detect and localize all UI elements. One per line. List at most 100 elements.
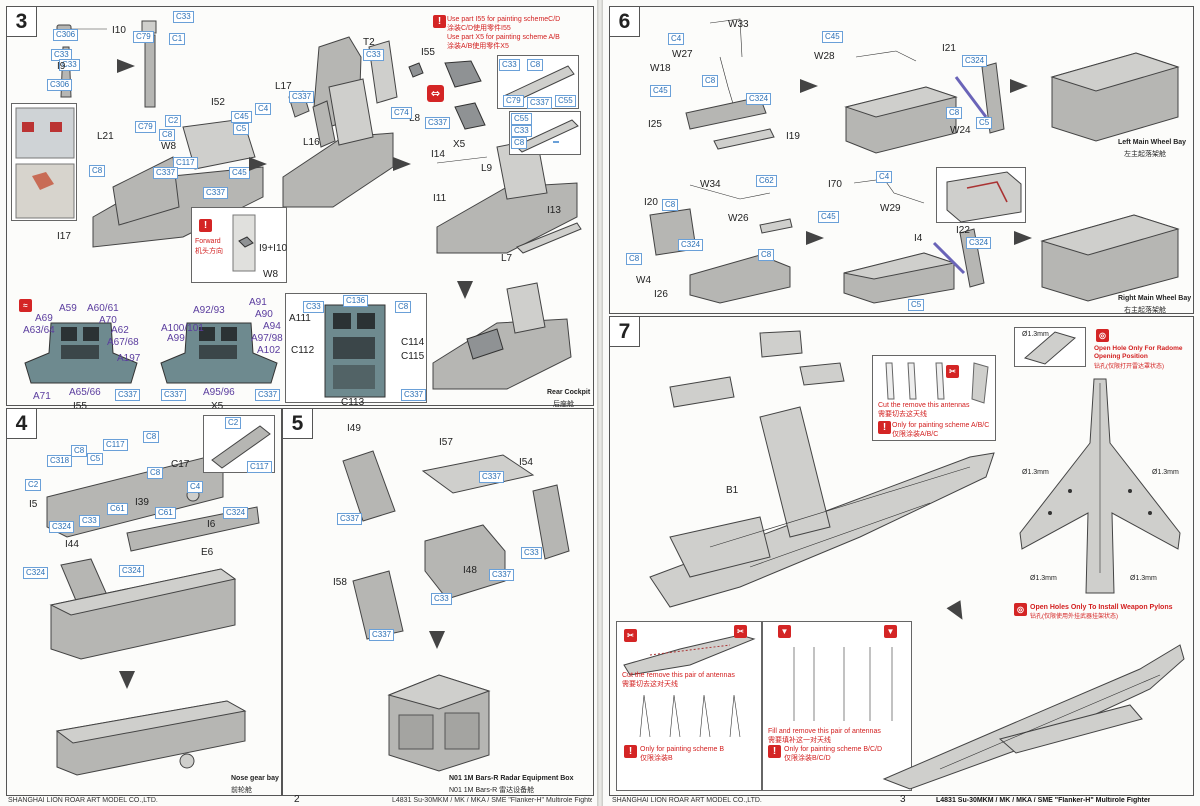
step-number: 4 [7, 409, 37, 439]
panel-x5-instrument-drawing [160, 322, 278, 384]
part-code: C5 [87, 453, 104, 465]
part-label: L21 [97, 131, 114, 142]
part-code: C33 [499, 59, 520, 71]
decal-code: A60/61 [87, 303, 119, 314]
hole-size-label: Ø1.3mm [1152, 469, 1179, 476]
caution-icon: ! [624, 745, 637, 758]
footer-product-right: L4831 Su-30MKM / MK / MKA / SME "Flanker… [936, 797, 1151, 804]
step-6-panel: 6 W33 C4 W27 C45 W28 W18 C8 C45 C324 I25… [609, 6, 1194, 314]
nose-gear-bay-tub-drawing [49, 558, 237, 660]
rear-cockpit-drawing [432, 282, 572, 390]
antenna-fill-drawing [793, 647, 893, 721]
decal-code: A197 [117, 353, 141, 364]
part-label: I6 [207, 519, 216, 530]
drill-icon: ◎ [1096, 329, 1109, 342]
fill-icon: ▼ [778, 625, 791, 638]
part-label: L16 [303, 137, 320, 148]
part-label: X5 [453, 139, 466, 150]
reference-thumbnail [11, 103, 77, 221]
panel-x5-drawing [444, 60, 486, 130]
part-code: C2 [165, 115, 182, 127]
part-code: C306 [47, 79, 73, 91]
left-bay-caption-cn: 左主起落架舱 [1124, 151, 1166, 158]
footer-company-right: SHANGHAI LION ROAR ART MODEL CO.,LTD. [612, 797, 762, 804]
cut-icon: ✂ [946, 365, 959, 378]
part-code: C4 [187, 481, 204, 493]
decal-code: A65/66 [69, 387, 101, 398]
step-5-panel: 5 I49 I57 C337 I54 C337 C33 C337 I58 I48… [282, 408, 594, 796]
part-code: C337 [153, 167, 179, 179]
pylons-note: Open Holes Only To Install Weapon Pylons [1030, 604, 1173, 611]
part-code: C33 [79, 515, 100, 527]
step-arrow [1010, 79, 1028, 93]
step-7-panel: 7 B1 ✂ Cut the remove this antennas 需要切去… [609, 316, 1194, 796]
part-code: C79 [133, 31, 154, 43]
part-code: C324 [23, 567, 49, 579]
part-code: C337 [479, 471, 505, 483]
part-code: C337 [115, 389, 141, 401]
left-bay-mid-drawing [844, 50, 1005, 154]
part-code: C45 [818, 211, 839, 223]
cockpit-seat-assembly-drawing [282, 78, 394, 208]
step-number: 5 [283, 409, 313, 439]
caution-icon: ! [199, 219, 212, 232]
part-code: C8 [511, 137, 528, 149]
part-label: I44 [65, 539, 79, 550]
part-code: C8 [89, 165, 106, 177]
scheme-b-note-cn: 仅限涂装B [640, 755, 673, 762]
part-code: C45 [822, 31, 843, 43]
part-code: C1 [169, 33, 186, 45]
part-label: I13 [547, 205, 561, 216]
fill-pair-note-cn: 需要填补这一对天线 [768, 737, 831, 744]
part-code: C337 [489, 569, 515, 581]
part-code: C33 [173, 11, 194, 23]
part-label: I48 [463, 565, 477, 576]
part-code: C33 [511, 125, 532, 137]
part-code: C8 [702, 75, 719, 87]
cut-pair-note-cn: 需要切去这对天线 [622, 681, 678, 688]
part-label: I9 [57, 61, 66, 72]
decal-code: A70 [99, 315, 117, 326]
part-code: C33 [431, 593, 452, 605]
part-label: W33 [728, 19, 749, 30]
part-label: C17 [171, 459, 190, 470]
part-label: W8 [161, 141, 176, 152]
decal-code: A67/68 [107, 337, 139, 348]
fuselage-underside-drawing [1019, 378, 1181, 594]
scheme-abc-note-cn: 仅限涂装A/B/C [892, 431, 939, 438]
part-code: C324 [746, 93, 772, 105]
part-label: C114 [401, 337, 425, 348]
part-label: I49 [347, 423, 361, 434]
antenna-pair-drawing [623, 634, 756, 676]
part-label: W34 [700, 179, 721, 190]
part-code: C33 [59, 59, 80, 71]
part-code: C324 [678, 239, 704, 251]
right-bay-caption-cn: 右主起落架舱 [1124, 307, 1166, 314]
part-code: C33 [51, 49, 72, 61]
fill-pair-note: Fill and remove this pair of antennas [768, 728, 881, 735]
decal-code: A95/96 [203, 387, 235, 398]
scheme-note-line: Use part I55 for painting schemeC/D [447, 16, 561, 23]
decal-code: A90 [255, 309, 273, 320]
part-label: I25 [648, 119, 662, 130]
scheme-bcd-note: Only for painting scheme B/C/D [784, 746, 883, 753]
part-code: C324 [223, 507, 249, 519]
cut-pair-note: Cut the remove this pair of antennas [622, 672, 735, 679]
panel-label-x5: X5 [211, 401, 224, 412]
part-code: C337 [289, 91, 315, 103]
panel-label-i55: I55 [73, 401, 87, 412]
part-code: C4 [255, 103, 272, 115]
canopy-rail-drawing [516, 222, 582, 254]
part-label: C113 [341, 397, 365, 408]
step-3-panel: 3 I10 C306 C79 C33 C1 C33 C33 I9 C306 T2… [6, 6, 594, 412]
pylons-note-cn: 钻孔(仅限使用外挂武器挂架状态) [1030, 614, 1118, 620]
right-bay-parts-drawing [649, 184, 793, 304]
part-label: C115 [401, 351, 425, 362]
part-label: I26 [654, 289, 668, 300]
antenna-pair-fill-box [762, 621, 912, 791]
right-bay-assembled-drawing [1040, 214, 1180, 302]
part-label: I55 [421, 47, 435, 58]
part-code: C55 [511, 113, 532, 125]
cut-icon: ✂ [734, 625, 747, 638]
hole-size-label: Ø1.3mm [1130, 575, 1157, 582]
